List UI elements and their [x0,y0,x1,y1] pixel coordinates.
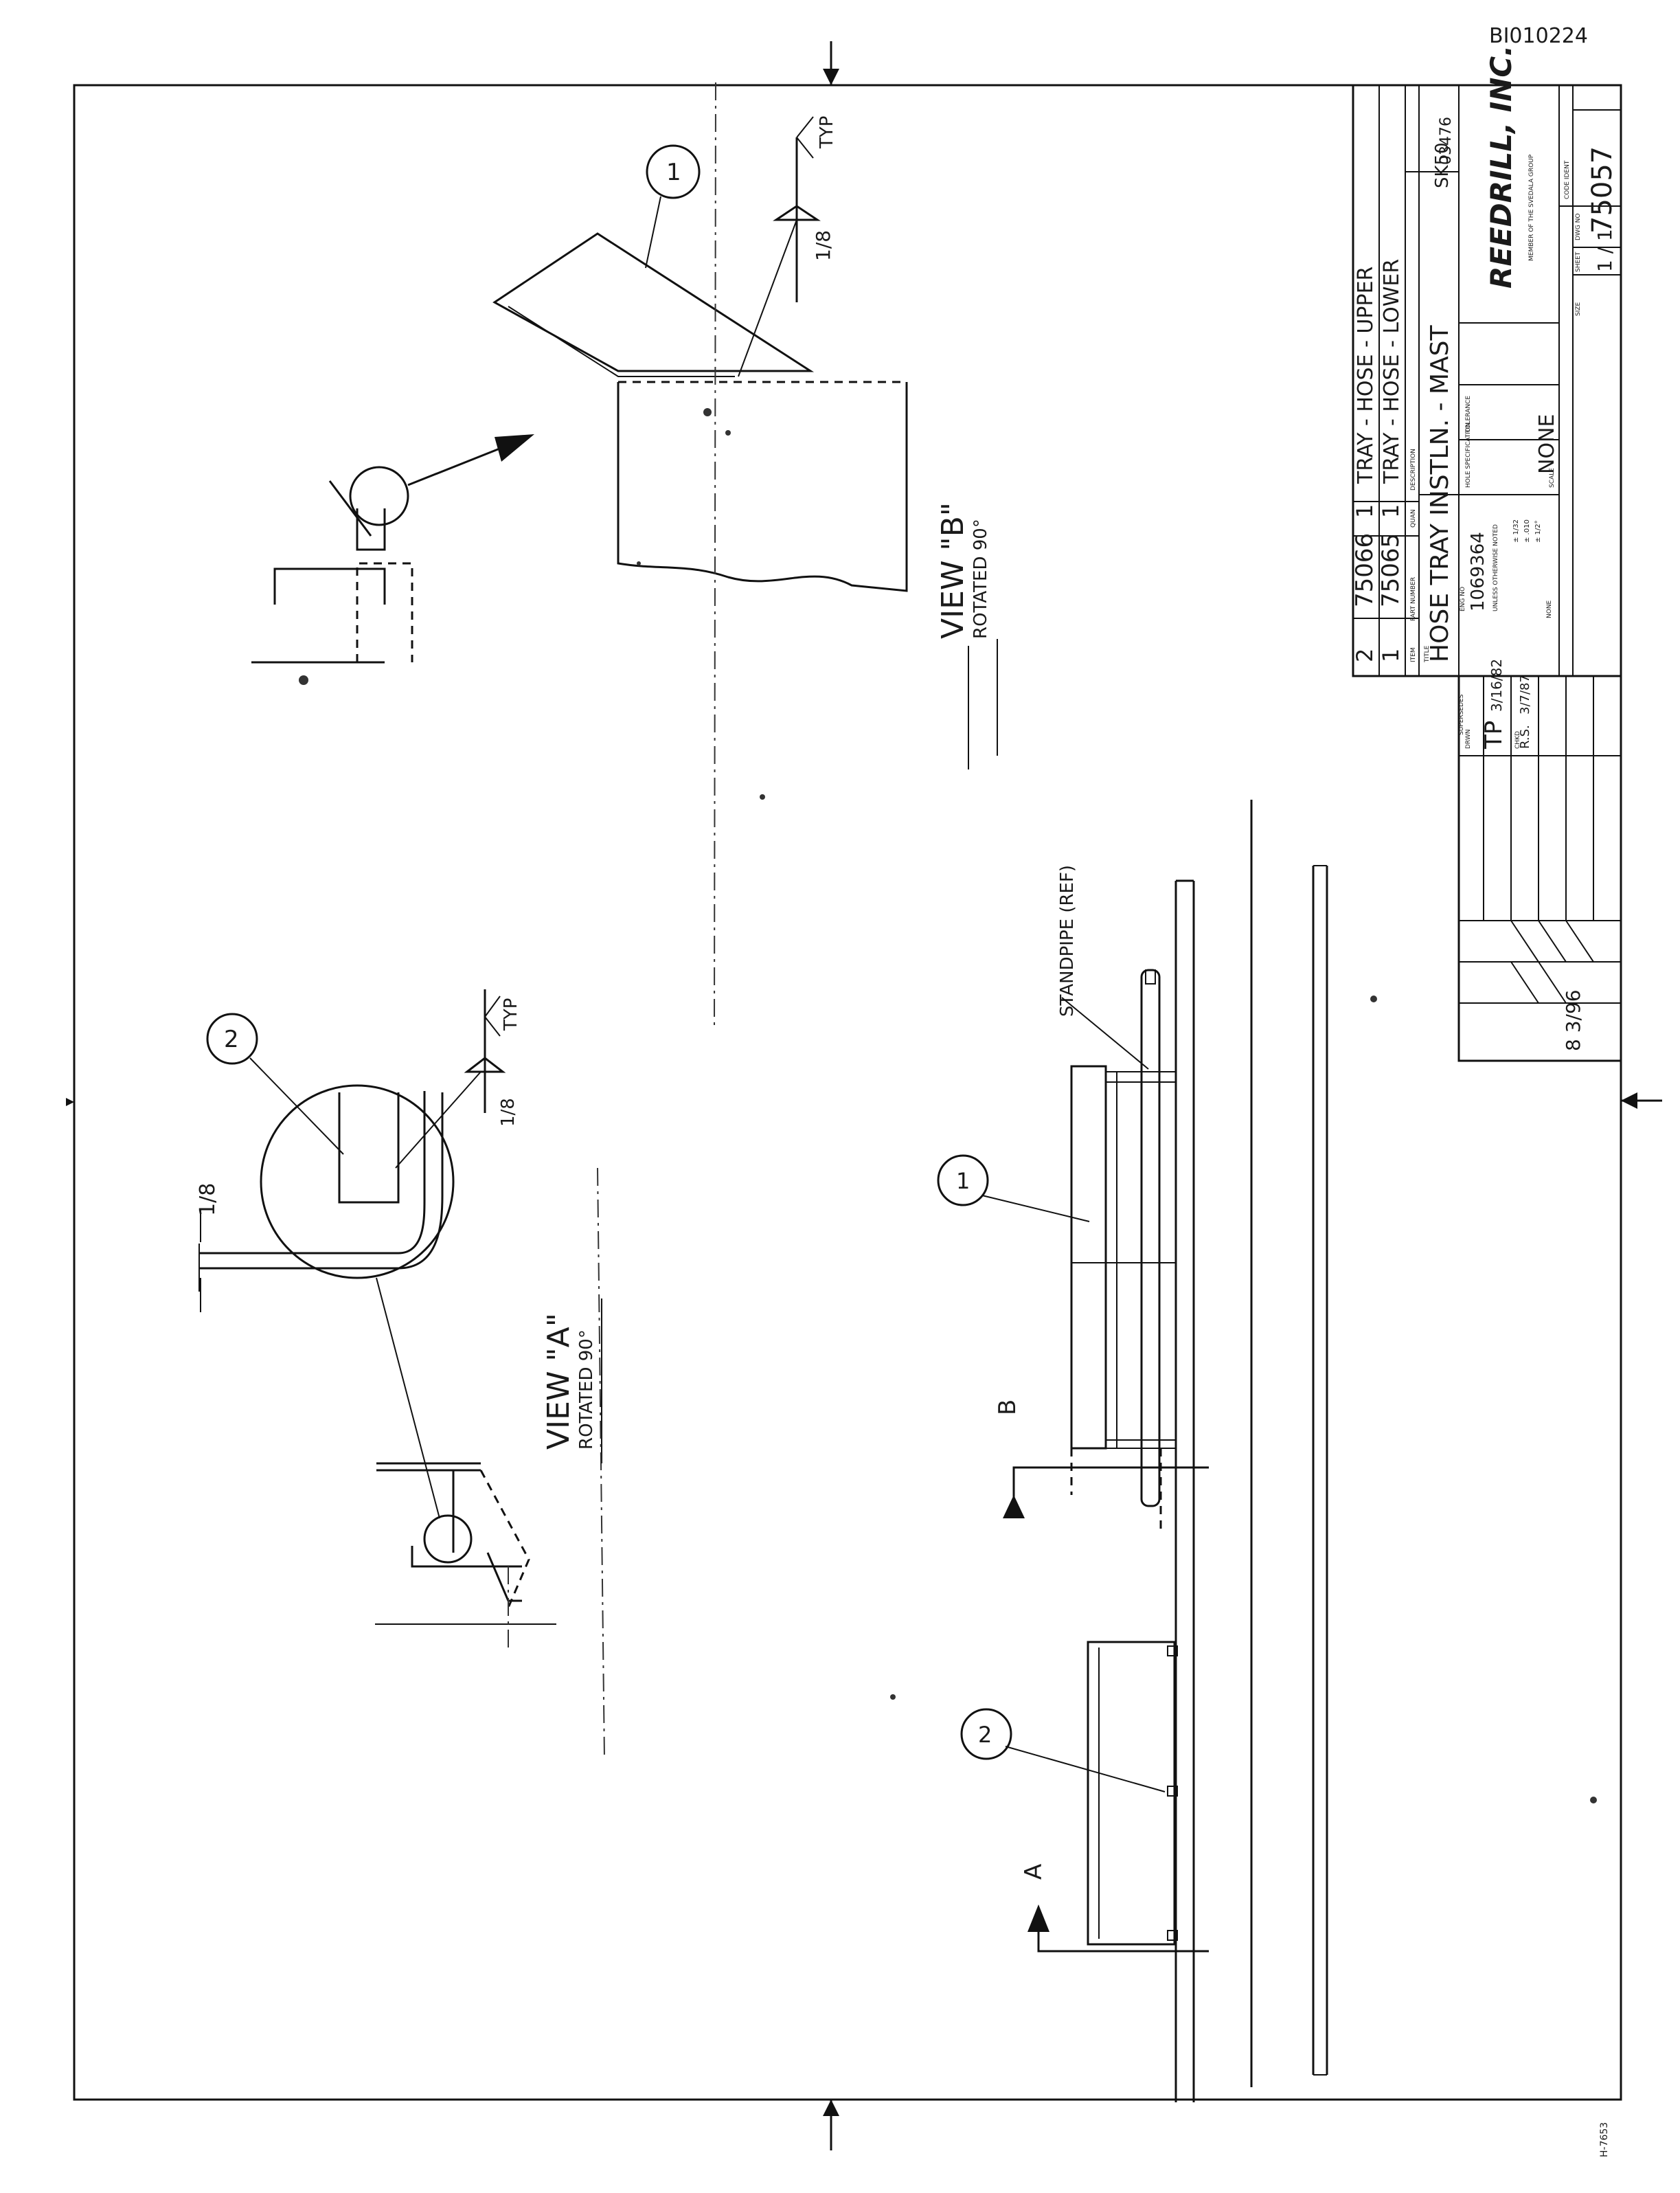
item-2-balloon-main [960,1708,1012,1760]
weld-size-b: 1/8 [812,230,835,261]
drawn-by: TP [1480,721,1508,750]
eng-no: 1069364 [1468,532,1488,611]
size-label: SIZE [1575,302,1582,316]
weld-size-a: 1/8 [498,1098,519,1127]
parts-row-2-item: 2 [1352,649,1378,662]
item-1-balloon-b-label: 1 [666,159,681,186]
view-b-locator [251,434,534,664]
parts-row-2-qty: 1 [1352,504,1378,518]
hole-spec-label: HOLE SPECIFICATION [1465,423,1472,488]
tray-lower [1070,1065,1107,1450]
parts-row-1-qty: 1 [1378,504,1404,518]
checked-by: R.S. [1518,725,1532,749]
tray-upper [1087,1641,1176,1946]
scale-value: NONE [1535,414,1559,474]
document-id: BI010224 [1489,24,1588,48]
parts-header-item: ITEM [1410,647,1417,662]
view-a-section-sketch [375,1462,556,1649]
fractional-ref: NONE [1546,600,1553,618]
title-block: 2 75066 1 TRAY - HOSE - UPPER 1 75065 1 … [1351,45,1622,735]
sheet-number: 1 / 1 [1593,229,1616,272]
parts-header-description: DESCRIPTION [1410,449,1417,491]
footer-code: H-7653 [1599,2122,1610,2157]
tol-decimals: ± .010 [1523,519,1531,543]
parts-header-qty: QUAN [1410,509,1417,528]
item-1-balloon-main [937,1154,989,1206]
unless-noted: UNLESS OTHERWISE NOTED [1492,524,1499,611]
sheet-label: SHEET [1575,251,1582,272]
title-label: TITLE [1424,645,1431,663]
company-subtitle: MEMBER OF THE SVEDALA GROUP [1528,154,1535,261]
centerlines [597,82,716,1759]
drawing-border [73,84,1622,2101]
tol-fractions: ± 1/32 [1512,519,1520,543]
checked-label: CHKD [1514,731,1521,749]
supersedes-label: SUPERSEDES [1458,694,1465,735]
view-b: 1 TYP 1/8 VIEW "B" ROTATED 90° [251,116,998,769]
scale-label: SCALE [1549,468,1556,488]
code-ident: 03476 [1438,117,1455,165]
dwg-no-label: DWG NO [1575,214,1582,240]
drawing-title: HOSE TRAY INSTLN. - MAST [1426,325,1454,662]
weld-typ-a: TYP [501,998,521,1031]
parts-row-1-item: 1 [1378,649,1404,662]
main-elevation: 1 2 STANDPIPE (REF) B A [937,800,1328,2102]
drawn-date: 3/16/82 [1488,659,1505,712]
dim-label-a: 1/8 [196,1183,220,1216]
registration-arrows [66,41,1662,2150]
revision-block: DRWN TP 3/16/82 R.S. 3/7/87 CHKD 8 3/96 [1457,659,1622,1062]
parts-header-number: PART NUMBER [1410,577,1417,621]
item-1-balloon-main-label: 1 [956,1168,970,1194]
code-ident-label: CODE IDENT [1564,160,1571,199]
item-1-balloon-b [646,144,701,199]
sk-number: SK50 [1432,142,1453,188]
company-name: REEDRILL, INC. [1484,45,1518,289]
drawn-label: DRWN [1465,730,1472,749]
dwg-no: 75057 [1587,146,1618,234]
scan-specks [299,408,1597,1803]
standpipe-label: STANDPIPE (REF) [1057,865,1078,1017]
checked-date: 3/7/87 [1518,675,1532,715]
item-2-balloon-main-label: 2 [978,1722,992,1748]
section-b-marker: B [994,1399,1021,1415]
tol-angles: ± 1/2° [1534,520,1542,543]
tolerance-label: TOLERANCE [1465,396,1472,434]
item-2-balloon-a-label: 2 [224,1026,239,1053]
view-a-label: VIEW "A" [541,1313,576,1450]
section-a-marker: A [1020,1864,1047,1880]
view-a: 1/8 2 TYP 1/8 [196,989,602,1649]
view-a-sub: ROTATED 90° [576,1329,597,1450]
revision-date: 8 3/96 [1562,989,1585,1051]
weld-typ-b: TYP [817,116,837,149]
parts-row-1-description: TRAY - HOSE - LOWER [1380,259,1404,484]
item-2-balloon-a [206,1013,258,1065]
view-b-sub: ROTATED 90° [970,519,991,639]
parts-row-2-number: 75066 [1351,533,1378,607]
eng-no-label: ENG NO [1460,587,1466,611]
standpipe [1140,969,1161,1507]
view-b-label: VIEW "B" [935,502,970,639]
parts-row-1-number: 75065 [1377,533,1405,607]
parts-row-2-description: TRAY - HOSE - UPPER [1354,267,1378,484]
